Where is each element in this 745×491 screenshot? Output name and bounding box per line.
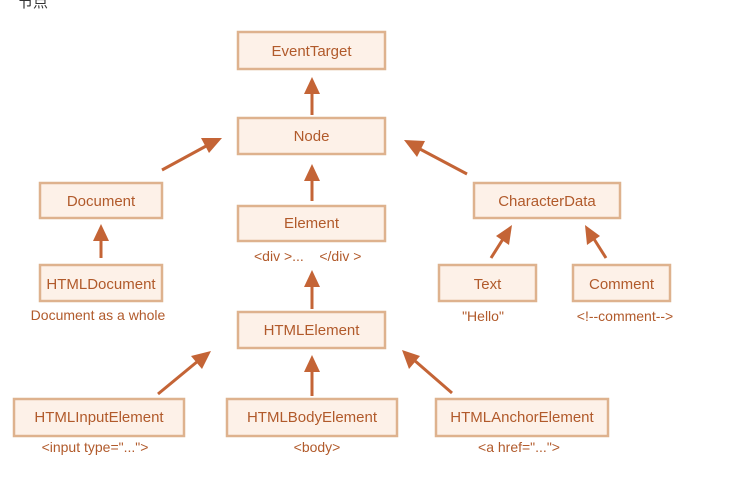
node-character-data: CharacterData bbox=[472, 181, 622, 220]
node-html-input-element: HTMLInputElement bbox=[12, 397, 186, 438]
node-html-document: HTMLDocument bbox=[38, 263, 164, 303]
arrow-comment-to-characterdata bbox=[585, 225, 608, 259]
node-node: Node bbox=[236, 116, 387, 156]
arrow-text-to-characterdata bbox=[489, 225, 512, 259]
node-character-data-label: CharacterData bbox=[498, 193, 596, 210]
node-text-label: Text bbox=[474, 276, 502, 293]
caption-html-input-element: <input type="..."> bbox=[42, 439, 149, 455]
node-text: Text bbox=[437, 263, 538, 303]
node-html-anchor-element-label: HTMLAnchorElement bbox=[450, 409, 594, 426]
header-text-clipped: 节点 bbox=[18, 0, 49, 11]
node-node-label: Node bbox=[294, 128, 330, 145]
caption-text: "Hello" bbox=[462, 308, 504, 324]
arrows bbox=[93, 77, 608, 396]
caption-comment: <!--comment--> bbox=[577, 308, 673, 324]
node-html-anchor-element: HTMLAnchorElement bbox=[434, 397, 610, 438]
node-comment-label: Comment bbox=[589, 276, 655, 293]
node-event-target-label: EventTarget bbox=[271, 43, 352, 60]
arrow-element-to-node bbox=[304, 164, 320, 201]
arrow-document-to-node bbox=[161, 138, 222, 172]
arrow-htmlanchorelement-to-htmlelement bbox=[402, 350, 453, 395]
node-element: Element bbox=[236, 204, 387, 243]
arrow-htmldocument-to-document bbox=[93, 224, 109, 258]
arrow-htmlelement-to-element bbox=[304, 270, 320, 309]
node-comment: Comment bbox=[571, 263, 672, 303]
caption-html-anchor-element: <a href="..."> bbox=[478, 439, 560, 455]
caption-html-document: Document as a whole bbox=[31, 307, 166, 323]
node-html-body-element: HTMLBodyElement bbox=[225, 397, 399, 438]
node-html-element-label: HTMLElement bbox=[264, 322, 361, 339]
node-html-body-element-label: HTMLBodyElement bbox=[247, 409, 378, 426]
caption-element: <div >... </div > bbox=[254, 248, 361, 264]
node-html-input-element-label: HTMLInputElement bbox=[34, 409, 164, 426]
arrow-htmlinputelement-to-htmlelement bbox=[157, 351, 211, 396]
node-html-document-label: HTMLDocument bbox=[46, 276, 156, 293]
node-html-element: HTMLElement bbox=[236, 310, 387, 350]
arrow-node-to-eventtarget bbox=[304, 77, 320, 115]
node-document-label: Document bbox=[67, 193, 136, 210]
node-element-label: Element bbox=[284, 215, 340, 232]
arrow-characterdata-to-node bbox=[404, 140, 468, 176]
caption-html-body-element: <body> bbox=[294, 439, 341, 455]
arrow-htmlbodyelement-to-htmlelement bbox=[304, 355, 320, 396]
node-document: Document bbox=[38, 181, 164, 220]
node-event-target: EventTarget bbox=[236, 30, 387, 71]
